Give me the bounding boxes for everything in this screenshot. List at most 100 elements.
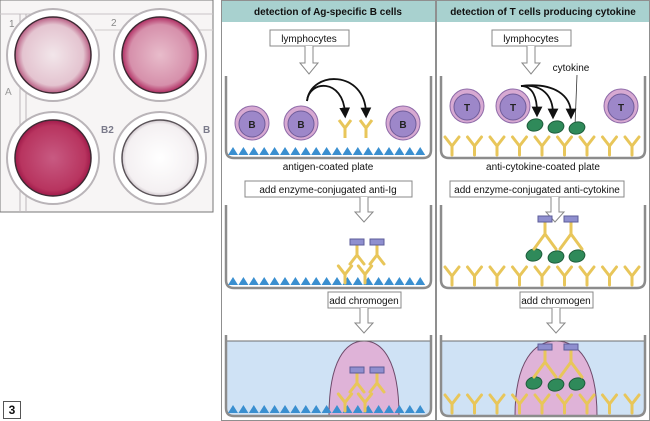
cytokine-icon bbox=[568, 121, 586, 135]
well-bottom-right bbox=[113, 111, 207, 205]
capture-antibody-row bbox=[443, 265, 641, 287]
antibody-icon bbox=[466, 265, 483, 287]
antigen-icon bbox=[332, 405, 342, 413]
detection-antibody-icon bbox=[368, 238, 386, 266]
antigen-icon bbox=[384, 147, 394, 155]
antigen-icon bbox=[321, 405, 332, 413]
enzyme-icon bbox=[369, 366, 385, 374]
antigen-icon bbox=[352, 147, 363, 155]
antigen-icon bbox=[238, 277, 249, 285]
enzyme-icon bbox=[563, 215, 579, 223]
hollow-arrow-icon bbox=[353, 308, 375, 334]
well-label-2: 2 bbox=[111, 18, 117, 29]
antigen-icon bbox=[352, 277, 363, 285]
antigen-icon bbox=[311, 277, 322, 285]
antibody-icon bbox=[358, 119, 374, 138]
secretion-arrow bbox=[306, 78, 372, 119]
detection-antibody-icon bbox=[558, 343, 584, 379]
antigen-icon bbox=[342, 147, 353, 155]
step2-box bbox=[449, 180, 625, 198]
antibody-icon bbox=[556, 265, 573, 287]
antibody-icon bbox=[533, 135, 551, 157]
well-label-1: 1 bbox=[9, 19, 15, 30]
antigen-icon bbox=[394, 277, 405, 285]
detection-antibody-icon bbox=[368, 366, 386, 394]
cytokine-icon bbox=[547, 250, 565, 264]
antibody-icon bbox=[511, 135, 528, 157]
antigen-icon bbox=[404, 405, 415, 413]
step2-label: add enzyme-conjugated anti-cytokine bbox=[454, 185, 620, 196]
antigen-icon bbox=[384, 405, 394, 413]
detection-antibody-icon bbox=[532, 215, 558, 251]
plate-well-1 bbox=[439, 76, 647, 160]
antigen-icon bbox=[269, 277, 280, 285]
capture-antibody-row bbox=[443, 393, 641, 415]
antibody-icon bbox=[623, 135, 641, 157]
secretion-arrow bbox=[520, 84, 577, 120]
antibody-icon bbox=[356, 392, 374, 413]
svg-text:T: T bbox=[510, 103, 516, 114]
hollow-arrow-icon bbox=[520, 46, 542, 75]
t-cell: T bbox=[603, 88, 639, 124]
antigen-icon bbox=[259, 147, 270, 155]
svg-text:B: B bbox=[297, 120, 304, 131]
antigen-icon bbox=[248, 277, 259, 285]
chromogen-fluid bbox=[226, 341, 431, 416]
antigen-icon bbox=[394, 147, 405, 155]
antigen-icon bbox=[373, 277, 384, 285]
antigen-icon bbox=[415, 405, 426, 413]
antigen-icon bbox=[363, 147, 374, 155]
cytokine-detection-complex bbox=[525, 215, 586, 264]
antigen-icon bbox=[300, 147, 311, 155]
antibody-icon bbox=[337, 119, 353, 138]
enzyme-icon bbox=[563, 343, 579, 351]
elispot-plate-photo: 1 2 A B2 B bbox=[0, 0, 214, 213]
well-label-a: A bbox=[5, 87, 12, 98]
plate-well-1 bbox=[224, 76, 433, 160]
antigen-icon bbox=[352, 405, 363, 413]
well-top-left bbox=[6, 8, 100, 102]
antigen-icon bbox=[290, 277, 301, 285]
svg-text:B: B bbox=[399, 120, 406, 131]
step3-label: add chromogen bbox=[329, 296, 399, 307]
antigen-icon bbox=[238, 147, 249, 155]
antigen-icon bbox=[332, 277, 342, 285]
cytokine-icon bbox=[568, 249, 586, 263]
antigen-icon bbox=[228, 405, 238, 413]
hollow-arrow-icon bbox=[298, 46, 320, 75]
antigen-icon bbox=[404, 147, 415, 155]
well-label-b: B bbox=[203, 125, 210, 136]
panel-t-cells: lymphocytes cytokine T T T anti-cytokine… bbox=[439, 29, 647, 418]
antigen-icon bbox=[280, 277, 290, 285]
plate-label: antigen-coated plate bbox=[283, 162, 374, 173]
antigen-icon bbox=[311, 147, 322, 155]
antibody-icon bbox=[488, 265, 506, 287]
antibody-icon bbox=[511, 393, 528, 415]
antibody-icon bbox=[336, 264, 354, 285]
antigen-icon bbox=[300, 405, 311, 413]
antibody-icon bbox=[336, 392, 354, 413]
b-cell: B bbox=[385, 105, 421, 141]
antibody-icon bbox=[623, 393, 641, 415]
antibody-icon bbox=[623, 265, 641, 287]
antibody-icon bbox=[578, 135, 596, 157]
enzyme-icon bbox=[537, 215, 553, 223]
antigen-icon bbox=[332, 147, 342, 155]
step2-box bbox=[244, 180, 413, 198]
t-cell-secreting: T bbox=[495, 88, 531, 124]
antibody-icon bbox=[578, 393, 596, 415]
cytokine-label: cytokine bbox=[553, 63, 590, 74]
enzyme-icon bbox=[349, 238, 365, 246]
antigen-icon bbox=[259, 277, 270, 285]
panel-title-b-cells: detection of Ag-specific B cells bbox=[254, 7, 402, 18]
antibody-icon bbox=[601, 393, 618, 415]
antigen-icon bbox=[228, 277, 238, 285]
antibody-icon bbox=[443, 135, 461, 157]
antigen-icon bbox=[321, 147, 332, 155]
plate-well-3 bbox=[439, 335, 647, 418]
step1-label: lymphocytes bbox=[281, 34, 337, 45]
antibody-icon bbox=[556, 135, 573, 157]
panel-header-t-cells bbox=[437, 1, 649, 22]
antigen-icon bbox=[269, 405, 280, 413]
plate-label: anti-cytokine-coated plate bbox=[486, 162, 600, 173]
